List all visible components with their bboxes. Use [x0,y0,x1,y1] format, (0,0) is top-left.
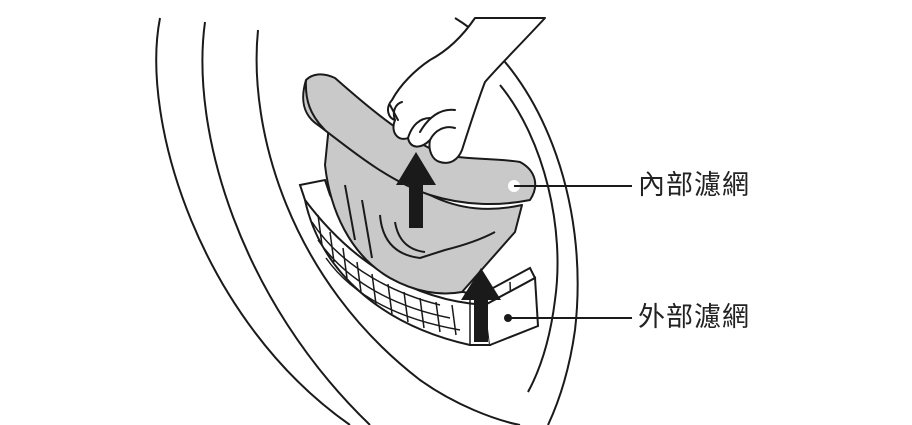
drum-outer-rim [454,17,579,425]
callout-lines [510,185,632,319]
outer-filter-label: 外部濾網 [638,302,750,333]
inner-filter-rib [344,184,356,241]
inner-filter-label: 內部濾網 [638,170,750,201]
inner-filter [302,73,537,295]
drum-opening-left [255,29,521,425]
outer-filter-body [304,199,492,346]
inner-filter-top [302,73,537,205]
drum-opening-right [499,84,559,393]
outer-filter-up-arrow [461,268,501,342]
door-inner-edge [201,21,371,425]
hand-icon [387,17,546,164]
inner-filter-top-face [304,79,326,131]
outer-filter-right-wall [484,276,540,346]
inner-filter-ridge [379,214,496,259]
inner-filter-ridge-2 [394,221,426,253]
outer-filter-pointer-dot [504,314,512,322]
door-frame [155,17,579,425]
inner-filter-rib [361,199,373,259]
inner-filter-up-arrow [396,152,436,228]
door-outer-edge [155,17,351,425]
